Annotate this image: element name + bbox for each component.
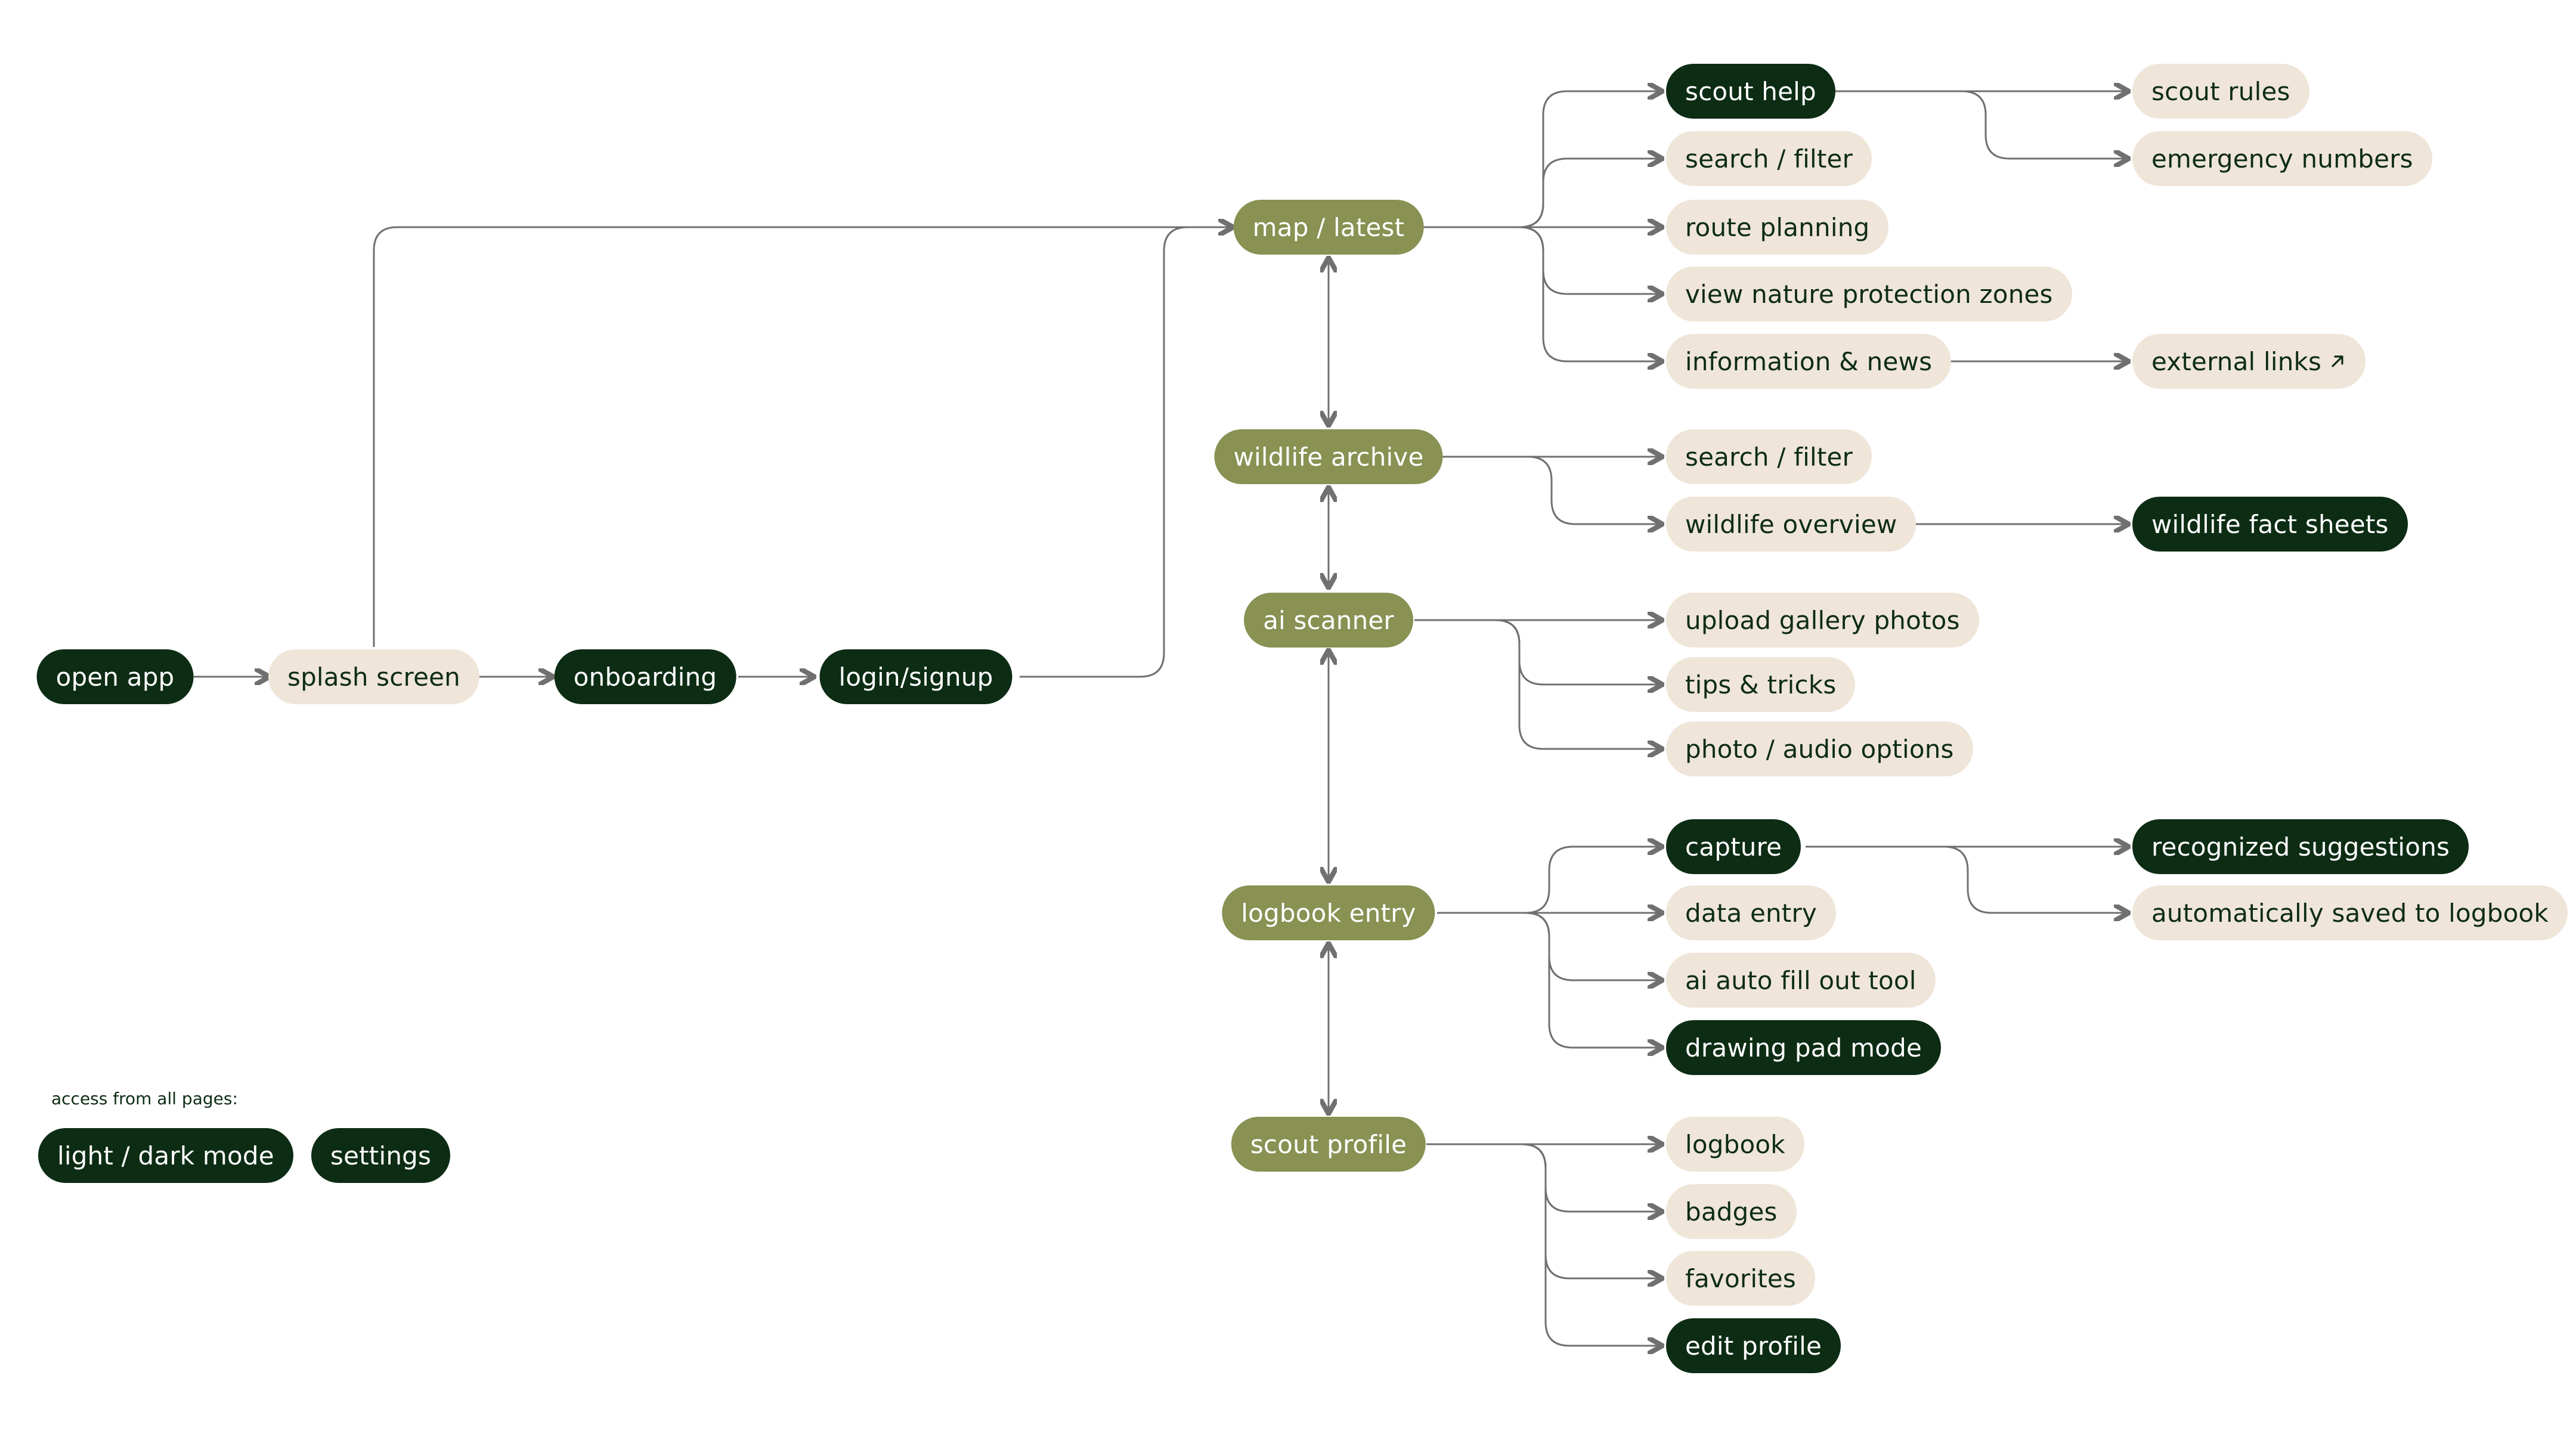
node-emergency-numbers[interactable]: emergency numbers (2132, 131, 2432, 186)
hub-scout-profile[interactable]: scout profile (1231, 1117, 1426, 1172)
node-light-dark-mode[interactable]: light / dark mode (38, 1128, 293, 1183)
node-information-news[interactable]: information & news (1666, 334, 1952, 389)
edge-login-to-map (1020, 227, 1233, 678)
node-capture[interactable]: capture (1666, 819, 1801, 874)
node-archive-search-filter[interactable]: search / filter (1666, 429, 1872, 484)
node-wildlife-fact-sheets[interactable]: wildlife fact sheets (2132, 497, 2408, 552)
node-upload-gallery-photos[interactable]: upload gallery photos (1666, 593, 1979, 648)
external-links-label: external links (2151, 346, 2322, 376)
node-wildlife-overview[interactable]: wildlife overview (1666, 497, 1916, 552)
hub-wildlife-archive[interactable]: wildlife archive (1214, 429, 1443, 484)
node-recognized-suggestions[interactable]: recognized suggestions (2132, 819, 2469, 874)
node-automatically-saved-to-logbook[interactable]: automatically saved to logbook (2132, 885, 2568, 940)
node-splash-screen[interactable]: splash screen (268, 649, 480, 704)
arrow-up-right-icon (2329, 352, 2346, 370)
node-map-search-filter[interactable]: search / filter (1666, 131, 1872, 186)
node-logbook[interactable]: logbook (1666, 1117, 1804, 1172)
edge-splash-to-map (373, 227, 1233, 647)
node-open-app[interactable]: open app (36, 649, 194, 704)
node-settings[interactable]: settings (311, 1128, 451, 1183)
node-edit-profile[interactable]: edit profile (1666, 1318, 1841, 1373)
node-ai-auto-fill-out-tool[interactable]: ai auto fill out tool (1666, 953, 1936, 1008)
node-route-planning[interactable]: route planning (1666, 200, 1889, 255)
node-drawing-pad-mode[interactable]: drawing pad mode (1666, 1020, 1942, 1075)
hub-logbook-entry[interactable]: logbook entry (1222, 885, 1435, 940)
node-scout-rules[interactable]: scout rules (2132, 64, 2309, 119)
node-onboarding[interactable]: onboarding (554, 649, 736, 704)
node-view-nature-protection-zones[interactable]: view nature protection zones (1666, 267, 2072, 321)
node-tips-tricks[interactable]: tips & tricks (1666, 657, 1856, 712)
node-favorites[interactable]: favorites (1666, 1251, 1816, 1306)
node-scout-help[interactable]: scout help (1666, 64, 1835, 119)
node-badges[interactable]: badges (1666, 1184, 1797, 1239)
node-photo-audio-options[interactable]: photo / audio options (1666, 721, 1973, 776)
hub-ai-scanner[interactable]: ai scanner (1244, 593, 1413, 648)
node-data-entry[interactable]: data entry (1666, 885, 1837, 940)
global-access-note: access from all pages: (51, 1089, 238, 1108)
node-login-signup[interactable]: login/signup (819, 649, 1013, 704)
node-external-links[interactable]: external links (2132, 334, 2366, 389)
hub-map-latest[interactable]: map / latest (1233, 200, 1424, 255)
